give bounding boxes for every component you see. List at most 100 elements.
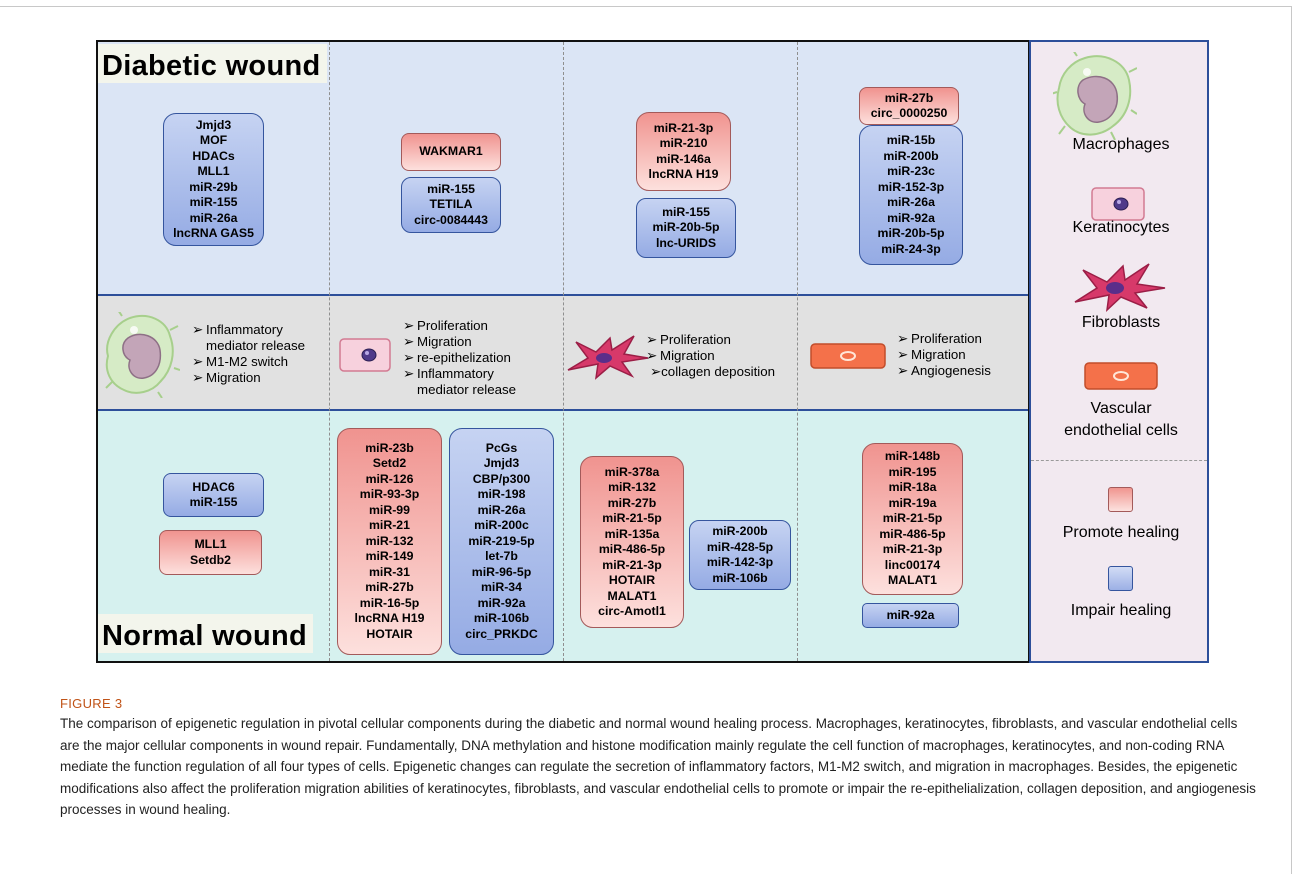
keratinocyte-functions: ➢Proliferation ➢Migration ➢re-epitheliza… (403, 318, 516, 398)
function-item: ➢Migration (897, 347, 991, 363)
regulator-label: miR-93-3p (359, 487, 420, 502)
diabetic-vascular-promote-box: miR-27b circ_0000250 (859, 87, 959, 125)
macrophage-legend-icon (1053, 52, 1137, 140)
regulator-label: miR-195 (888, 464, 937, 479)
function-label: Proliferation (911, 331, 982, 346)
regulator-label: WAKMAR1 (419, 144, 483, 159)
vascular-functions: ➢Proliferation ➢Migration ➢Angiogenesis (897, 331, 991, 379)
legend-impair-label: Impair healing (1070, 602, 1172, 619)
regulator-label: lncRNA H19 (354, 611, 425, 626)
arrow-icon: ➢ (897, 363, 909, 378)
regulator-label: MALAT1 (888, 573, 937, 588)
function-item: ➢re-epithelization (403, 350, 516, 366)
regulator-label: miR-31 (368, 564, 410, 579)
function-label: M1-M2 switch (206, 354, 289, 369)
function-item: ➢collagen deposition (646, 364, 775, 380)
regulator-label: miR-21 (368, 518, 410, 533)
fibroblast-functions: ➢Proliferation ➢Migration ➢collagen depo… (646, 332, 775, 380)
arrow-icon: ➢ (897, 331, 909, 346)
regulator-label: miR-132 (365, 533, 414, 548)
regulator-label: lncRNA H19 (648, 167, 719, 181)
regulator-label: miR-16-5p (359, 595, 420, 610)
arrow-icon: ➢ (646, 332, 658, 347)
function-item: ➢Angiogenesis (897, 363, 991, 379)
regulator-label: miR-19a (888, 495, 937, 510)
regulator-label: miR-27b (365, 580, 414, 595)
normal-vascular-promote-box: miR-148b miR-195 miR-18a miR-19a miR-21-… (862, 443, 963, 595)
regulator-label: MOF (199, 133, 228, 147)
regulator-label: TETILA (429, 197, 473, 212)
diabetic-vascular-impair-box: miR-15b miR-200b miR-23c miR-152-3p miR-… (859, 125, 963, 265)
regulator-label: miR-21-5p (882, 511, 943, 526)
function-label: collagen deposition (661, 364, 776, 379)
regulator-label: miR-106b (473, 611, 530, 626)
column-separator (563, 42, 564, 661)
regulator-label: miR-106b (712, 570, 768, 585)
function-item: ➢Proliferation (897, 331, 991, 347)
regulator-label: MLL1 (194, 537, 227, 551)
regulator-label: miR-155 (427, 181, 475, 196)
regulator-label: miR-26a (477, 502, 526, 517)
regulator-label: HOTAIR (366, 626, 413, 641)
function-label: Angiogenesis (911, 363, 991, 378)
arrow-icon: ➢ (403, 366, 415, 381)
function-label: Proliferation (660, 332, 731, 347)
regulator-label: miR-92a (886, 607, 935, 622)
function-item: ➢Inflammatory (403, 366, 516, 382)
regulator-label: miR-29b (189, 179, 238, 194)
normal-wound-label: Normal wound (98, 614, 313, 653)
regulator-label: miR-428-5p (706, 539, 774, 554)
arrow-icon: ➢ (192, 354, 204, 369)
normal-keratinocyte-promote-box: miR-23b Setd2 miR-126 miR-93-3p miR-99 m… (337, 428, 442, 655)
function-item: ➢M1-M2 switch (192, 354, 305, 370)
regulator-label: miR-92a (887, 210, 935, 225)
regulator-label: miR-27b (884, 90, 934, 105)
regulator-label: MLL1 (197, 164, 230, 178)
regulator-label: miR-18a (888, 480, 937, 495)
regulator-label: CBP/p300 (472, 471, 531, 486)
legend-macrophages-label: Macrophages (1072, 136, 1170, 153)
diabetic-keratinocyte-impair-box: miR-155 TETILA circ-0084443 (401, 177, 501, 233)
diabetic-wound-label: Diabetic wound (98, 44, 327, 83)
function-item: mediator release (192, 338, 305, 354)
regulator-label: miR-155 (662, 204, 710, 219)
regulator-label: miR-132 (608, 480, 656, 494)
divider-upper (97, 294, 1209, 296)
regulator-label: HDAC6 (192, 479, 235, 494)
regulator-label: miR-149 (365, 549, 414, 564)
arrow-icon: ➢ (403, 318, 415, 333)
regulator-label: PcGs (485, 440, 518, 455)
normal-vascular-impair-box: miR-92a (862, 603, 959, 628)
fibroblast-cell-icon (567, 335, 649, 380)
macrophage-cell-icon (105, 312, 180, 398)
regulator-label: circ-Amotl1 (598, 604, 666, 618)
regulator-label: miR-23c (887, 164, 935, 178)
legend-keratinocytes-label: Keratinocytes (1072, 219, 1170, 236)
legend-divider (1031, 460, 1207, 461)
function-item: ➢Proliferation (646, 332, 775, 348)
diabetic-fibroblast-impair-box: miR-155 miR-20b-5p lnc-URIDS (636, 198, 736, 258)
arrow-icon: ➢ (403, 334, 415, 349)
legend-vascular-line2: endothelial cells (1064, 422, 1178, 439)
promote-swatch (1108, 487, 1133, 512)
regulator-label: miR-200b (712, 524, 768, 538)
vascular-endothelial-cell-icon (810, 343, 886, 369)
function-item: ➢Migration (646, 348, 775, 364)
regulator-label: miR-486-5p (879, 526, 946, 541)
regulator-label: miR-219-5p (468, 533, 535, 548)
regulator-label: miR-148b (884, 449, 941, 464)
function-item: mediator release (403, 382, 516, 398)
regulator-label: miR-210 (659, 136, 708, 150)
function-item: ➢Migration (192, 370, 305, 386)
regulator-label: miR-99 (368, 502, 410, 517)
page-top-rule (0, 6, 1292, 7)
regulator-label: lnc-URIDS (655, 235, 717, 250)
normal-keratinocyte-impair-box: PcGs Jmjd3 CBP/p300 miR-198 miR-26a miR-… (449, 428, 554, 655)
diabetic-keratinocyte-promote-box: WAKMAR1 (401, 133, 501, 171)
keratinocyte-cell-icon (339, 338, 391, 372)
figure-caption-text: The comparison of epigenetic regulation … (60, 716, 1256, 817)
regulator-label: miR-146a (656, 151, 711, 166)
regulator-label: lncRNA GAS5 (173, 226, 254, 240)
normal-macrophage-promote-box: MLL1 Setdb2 (159, 530, 262, 575)
legend-panel: Macrophages Keratinocytes Fibroblasts Va… (1029, 40, 1209, 663)
